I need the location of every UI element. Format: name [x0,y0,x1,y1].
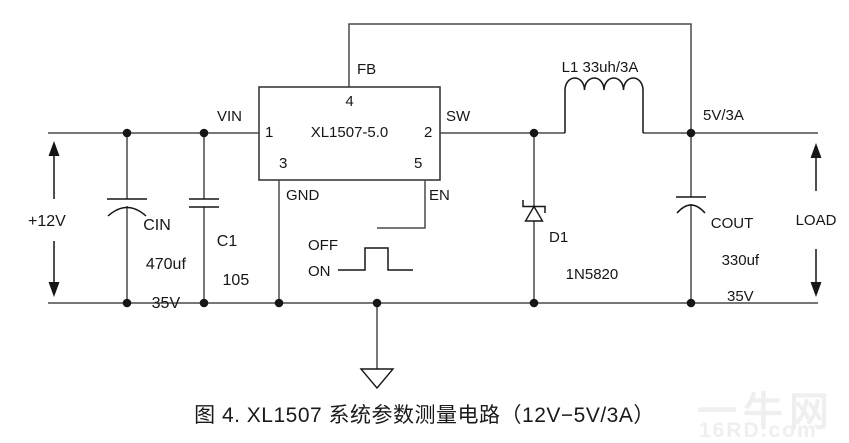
d1-label: D1 1N5820 [549,229,618,284]
junction-dot [686,298,696,308]
ic-pin-number-3: 3 [279,155,288,172]
inductor-symbol [564,77,644,133]
cin-voltage: 35V [151,295,181,313]
fb-pin-label: FB [357,61,377,78]
junction-dot [122,298,132,308]
watermark-site-name: 一牛网 [697,390,835,434]
input-arrow-down-icon [48,282,60,297]
cout-name: COUT [710,215,754,232]
d1-part: 1N5820 [565,265,619,283]
ic-pin-number-2: 2 [424,124,433,141]
d1-name: D1 [549,229,569,246]
junction-dot [372,298,382,308]
watermark-domain: 16RD.com [699,419,818,442]
vin-pin-label: VIN [217,108,243,125]
junction-dot [274,298,284,308]
c1-label: C1 105 [200,232,254,291]
junction-dot [122,128,132,138]
cin-label: CIN 470uf 35V [126,216,188,314]
enable-off-label: OFF [308,237,338,254]
enable-on-label: ON [308,263,331,280]
en-pin-label: EN [429,187,450,204]
ic-pin-number-1: 1 [265,124,274,141]
c1-name: C1 [216,233,238,250]
input-arrow-up-icon [48,141,60,156]
input-voltage-label: +12V [28,213,66,230]
cout-value: 330uf [721,251,760,269]
en-pin-wire [377,180,426,229]
load-arrow-down-icon [810,282,822,297]
junction-dot [529,298,539,308]
ic-part-name: XL1507-5.0 [310,124,389,141]
junction-dot [199,128,209,138]
cout-voltage: 35V [726,288,754,306]
cout-curved-plate [676,204,706,214]
sw-pin-label: SW [446,108,471,125]
c1-value: 105 [222,272,250,290]
ic-pin-number-4: 4 [345,93,354,110]
cout-label: COUT 330uf 35V [702,215,762,306]
figure-caption: 图 4. XL1507 系统参数测量电路（12V−5V/3A） [194,404,655,427]
ic-body-box [258,86,441,181]
output-voltage-label: 5V/3A [703,107,744,124]
enable-pulse-waveform [338,247,413,271]
junction-dot [529,128,539,138]
cin-curved-plate [107,206,147,217]
load-label: LOAD [795,212,837,229]
ground-symbol [359,368,395,390]
c1-plates [189,198,219,208]
junction-dot [686,128,696,138]
cin-name: CIN [143,217,171,234]
l1-label: L1 33uh/3A [561,59,639,76]
junction-dot [199,298,209,308]
feedback-trace-wire [348,23,692,133]
load-arrow-up-icon [810,143,822,158]
d1-anode-triangle [524,205,544,222]
gnd-pin-label: GND [286,187,320,204]
ic-pin-number-5: 5 [414,155,423,172]
cin-value: 470uf [145,256,186,274]
